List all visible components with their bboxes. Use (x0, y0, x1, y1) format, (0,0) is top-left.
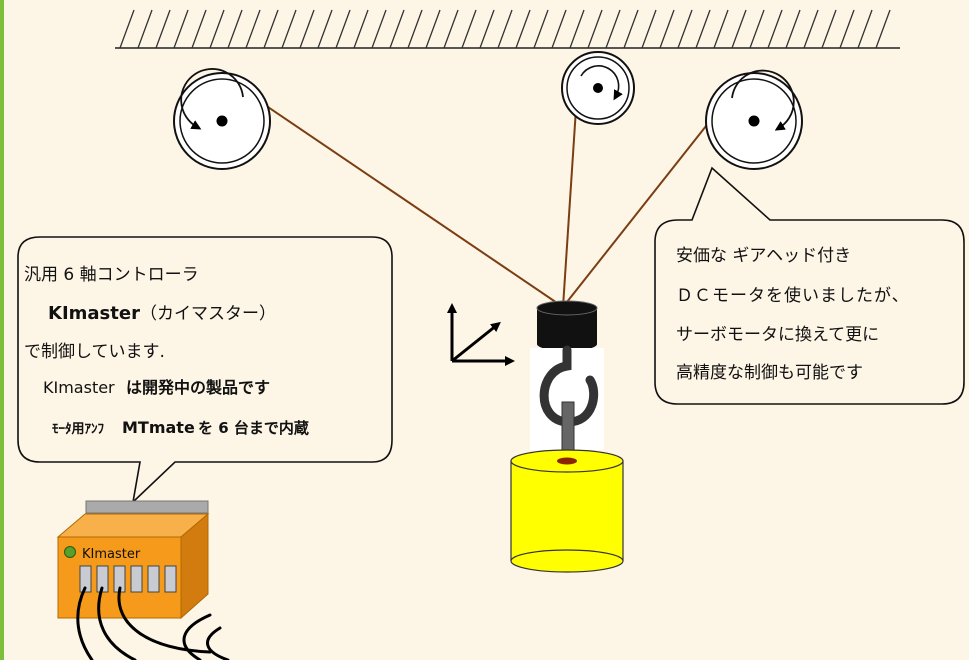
ceiling-hatch-line (299, 9, 315, 49)
ceiling-hatch-line (731, 9, 747, 49)
left-bubble-line5-name: MTmate (122, 418, 195, 437)
ceiling-hatch-line (353, 9, 369, 49)
ceiling-hatch-line (461, 9, 477, 49)
ceiling-hatch-line (659, 9, 675, 49)
ceiling-hatch-line (821, 9, 837, 49)
right-speech-bubble: 安価な ギアヘッド付き ＤＣモータを使いましたが、 サーボモータに換えて更に 高… (654, 166, 965, 405)
left-speech-bubble: 汎用 6 軸コントローラ KImaster （カイマスター） で制御しています.… (17, 236, 393, 505)
controller-cables (76, 586, 230, 660)
controller-label: KImaster (82, 547, 141, 562)
hook-cylinder (536, 300, 598, 351)
left-bubble-line5-rest: を 6 台まで内蔵 (198, 419, 309, 437)
ceiling-hatch-line (317, 9, 333, 49)
ceiling-hatch-line (587, 9, 603, 49)
axes-icon (447, 303, 515, 366)
ceiling-hatch-line (713, 9, 729, 49)
ceiling-hatch-line (371, 9, 387, 49)
left-bubble-product-reading: （カイマスター） (140, 304, 276, 324)
ceiling-hatch-line (173, 9, 189, 49)
ceiling-hatch-line (191, 9, 207, 49)
left-bubble-line1: 汎用 6 軸コントローラ (24, 265, 199, 285)
ceiling-hatch-line (767, 9, 783, 49)
pulley-left (173, 68, 271, 170)
ceiling-hatch-line (479, 9, 495, 49)
ceiling-hatch-line (209, 9, 225, 49)
ceiling-hatch-line (569, 9, 585, 49)
ceiling-hatch-line (497, 9, 513, 49)
right-bubble-line4: 高精度な制御も可能です (676, 363, 863, 383)
ceiling-hatch-line (425, 9, 441, 49)
ceiling-hatch-line (839, 9, 855, 49)
ceiling-hatch-line (533, 9, 549, 49)
ceiling-hatch-line (335, 9, 351, 49)
ceiling-hatch-line (155, 9, 171, 49)
ceiling-hatch-line (875, 9, 891, 49)
left-bubble-line4-rest: は開発中の製品です (126, 378, 270, 397)
ceiling-hatch-line (677, 9, 693, 49)
left-bubble-line3: で制御しています. (24, 342, 165, 362)
ceiling-hatch-line (263, 9, 279, 49)
right-bubble-line3: サーボモータに換えて更に (676, 325, 879, 345)
ceiling-hatch-line (281, 9, 297, 49)
ceiling-hatch-line (119, 9, 135, 49)
ceiling-hatch-line (785, 9, 801, 49)
payload-assembly (510, 300, 624, 573)
ceiling-hatch-line (695, 9, 711, 49)
right-bubble-line2: ＤＣモータを使いましたが、 (676, 285, 910, 306)
ceiling-hatch-line (407, 9, 423, 49)
ceiling-hatch-line (137, 9, 153, 49)
left-bubble-line4-prefix: KImaster (43, 378, 115, 397)
ceiling-hatch-line (245, 9, 261, 49)
ceiling-hatch-line (443, 9, 459, 49)
ceiling-hatch-line (227, 9, 243, 49)
right-bubble-line1: 安価な ギアヘッド付き (676, 246, 851, 266)
ceiling-hatch-line (605, 9, 621, 49)
controller-box: KImaster (56, 500, 230, 660)
left-bubble-product-name: KImaster (48, 303, 140, 324)
ceiling-hatch-line (551, 9, 567, 49)
ceiling-hatch-line (803, 9, 819, 49)
pulley-middle (561, 51, 635, 125)
weight-cylinder (510, 449, 624, 573)
ceiling-hatch-line (515, 9, 531, 49)
ceiling-hatch-line (857, 9, 873, 49)
ceiling-hatch-line (389, 9, 405, 49)
rope-right (562, 101, 726, 308)
ceiling (115, 9, 900, 49)
status-led (64, 546, 76, 558)
ceiling-hatch-line (641, 9, 657, 49)
pulley-right (705, 69, 803, 170)
ceiling-hatch-line (623, 9, 639, 49)
left-bubble-line5-prefix: ﾓｰﾀ用ｱﾝﾌ (52, 422, 105, 437)
rope-left (236, 85, 564, 308)
left-accent-bar (0, 0, 4, 660)
ceiling-hatch-line (749, 9, 765, 49)
